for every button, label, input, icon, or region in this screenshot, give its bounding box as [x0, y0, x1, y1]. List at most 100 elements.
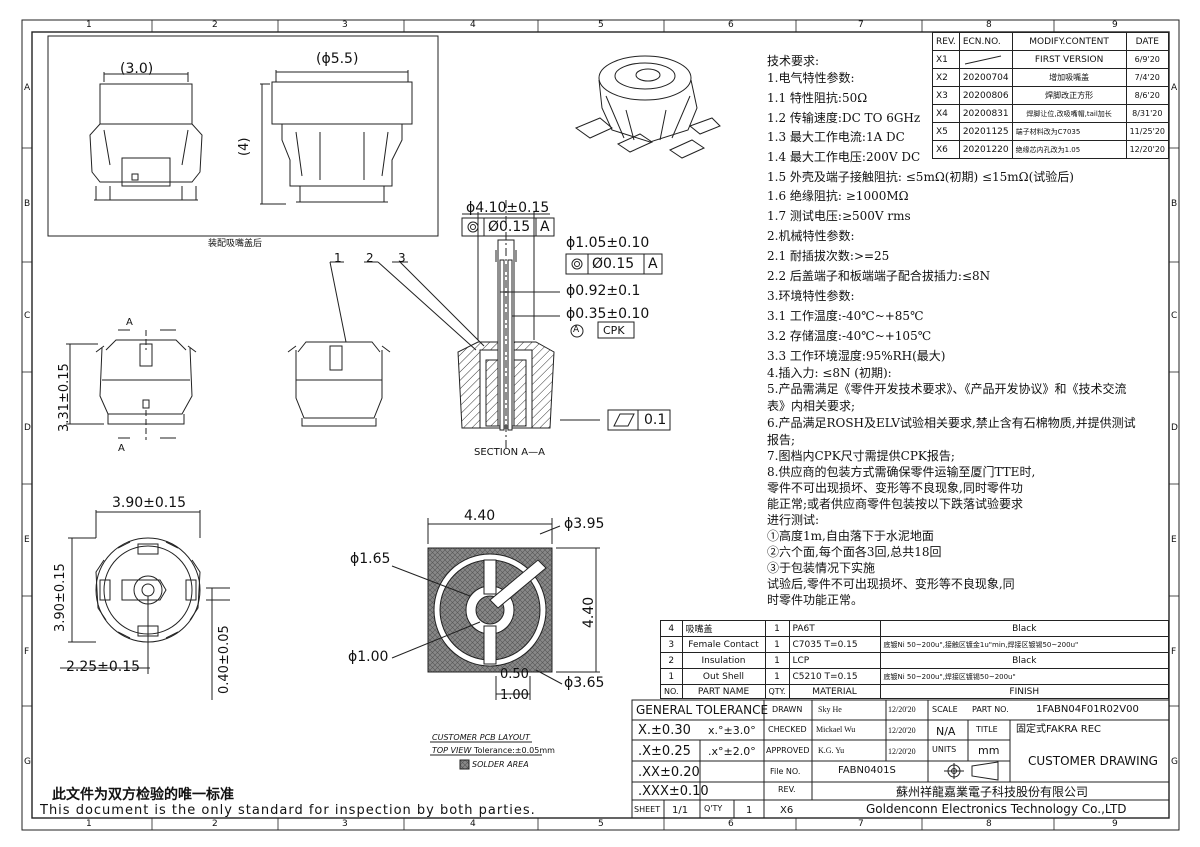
side-view-mid — [287, 341, 391, 427]
date-cell: 8/31'20 — [1125, 104, 1170, 123]
balloon-2: 2 — [366, 251, 374, 265]
zone-row-f-right: F — [1171, 647, 1177, 657]
req-line: 3.1 工作温度:-40℃~+85℃ — [767, 309, 924, 323]
bottom-dim-w: 3.90±0.15 — [112, 495, 187, 511]
req-line: ③于包装情况下实施 — [767, 561, 876, 575]
req-line: 3.环境特性参数: — [767, 289, 855, 303]
revision-row: X5 20201125 端子材料改为C7035 11/25'20 — [932, 122, 1170, 141]
bom-finish: Black — [879, 652, 1169, 669]
rev-label: REV. — [778, 785, 796, 794]
zone-row-e: E — [24, 535, 30, 545]
req-line: 6.产品满足ROSH及ELV试验相关要求,禁止含有石棉物质,并提供测试 — [767, 416, 1136, 430]
revision-table: REV. ECN.NO. MODIFY.CONTENT DATE X1 FIRS… — [932, 32, 1170, 159]
bottom-dim-v: 0.40±0.05 — [217, 625, 232, 694]
dim-035: ϕ0.35±0.10 — [566, 306, 650, 322]
date-cell: 11/25'20 — [1125, 122, 1170, 141]
rev-value: X6 — [780, 805, 794, 816]
ecn-cell: 20200831 — [958, 104, 1013, 123]
gdt-frame1-datum: A — [540, 219, 550, 235]
revision-row: X6 20201220 绝缘芯内孔改为1.05 12/20'20 — [932, 140, 1170, 159]
title-block-lines — [631, 699, 1170, 819]
bom-material: C7035 T=0.15 — [788, 636, 881, 653]
req-line: ①高度1m,自由落下于水泥地面 — [767, 529, 934, 543]
modify-cell: 增加吸嘴盖 — [1011, 68, 1127, 87]
bom-qty: 1 — [764, 668, 790, 685]
gdt-frame2-tol: Ø0.15 — [592, 256, 635, 272]
zone-col-7: 7 — [858, 20, 864, 30]
rev-cell: X4 — [932, 104, 960, 123]
zone-col-1: 1 — [86, 20, 92, 30]
scale-label: SCALE — [932, 705, 958, 714]
zone-row-c-right: C — [1171, 311, 1178, 321]
general-tolerance-title: GENERAL TOLERANCE — [636, 703, 769, 717]
dim-092: ϕ0.92±0.1 — [566, 283, 641, 299]
drawn-by: Sky He — [818, 705, 842, 714]
bom-header-material: MATERIAL — [788, 684, 881, 699]
bom-part: Out Shell — [681, 668, 766, 685]
zone-col-5-bottom: 5 — [598, 819, 604, 829]
bom-material: LCP — [788, 652, 881, 669]
zone-col-4: 4 — [470, 20, 476, 30]
bom-row: 2 Insulation 1 LCP Black — [660, 652, 1169, 669]
rev-header: REV. — [932, 32, 960, 51]
bom-part: Female Contact — [681, 636, 766, 653]
modify-cell: 焊脚改正方形 — [1011, 86, 1127, 105]
title-label: TITLE — [976, 725, 998, 734]
bom-row: 1 Out Shell 1 C5210 T=0.15 底镀Ni 50~200u"… — [660, 668, 1169, 685]
gdt-frames — [461, 217, 671, 431]
req-line: ②六个面,每个面各3回,总共18回 — [767, 545, 942, 559]
sheet-label: SHEET — [634, 805, 661, 814]
modify-cell: FIRST VERSION — [1011, 50, 1127, 69]
req-line: 1.1 特性阻抗:50Ω — [767, 91, 868, 105]
units-label: UNITS — [932, 745, 957, 754]
footer-statement-en: This document is the only standard for i… — [40, 803, 536, 818]
req-line: 技术要求: — [767, 54, 820, 68]
pcb-dim-165: ϕ1.65 — [350, 551, 391, 567]
drawn-label: DRAWN — [772, 705, 803, 714]
bom-no: 1 — [660, 668, 683, 685]
pcb-dim-w: 4.40 — [464, 508, 496, 524]
req-line: 零件不可出现损坏、变形等不良现象,同时零件功 — [767, 481, 1023, 495]
bom-material: PA6T — [788, 620, 881, 637]
inset-dim-dia: (ϕ5.5) — [316, 51, 359, 67]
zone-col-2: 2 — [212, 20, 218, 30]
cpk-box: CPK — [603, 324, 625, 337]
balloon-3: 3 — [398, 251, 406, 265]
revision-row: X1 FIRST VERSION 6/9'20 — [932, 50, 1170, 69]
date-cell: 12/20'20 — [1125, 140, 1170, 159]
req-line: 进行测试: — [767, 513, 820, 527]
tol-x: X.±0.30 — [638, 723, 691, 738]
section-title: SECTION A—A — [474, 447, 545, 458]
dim-height-331: 3.31±0.15 — [57, 363, 72, 432]
flatness-tol: 0.1 — [644, 412, 667, 428]
zone-row-g-right: G — [1171, 757, 1178, 767]
sheet-value: 1/1 — [672, 805, 689, 816]
revision-row: X3 20200806 焊脚改正方形 8/6'20 — [932, 86, 1170, 105]
bottom-view — [60, 510, 230, 700]
inset-caption: 装配吸嘴盖后 — [208, 239, 263, 249]
zone-row-b-right: B — [1171, 199, 1178, 209]
dim-od-410: ϕ4.10±0.15 — [466, 200, 550, 216]
pcb-layout-view — [391, 518, 600, 700]
req-line: 试验后,零件不可出现损坏、变形等不良现象,同 — [767, 577, 1015, 591]
dim-pin-105: ϕ1.05±0.10 — [566, 235, 650, 251]
bom-finish: Black — [879, 620, 1169, 637]
req-line: 1.6 绝缘阻抗: ≥1000MΩ — [767, 189, 909, 203]
qty-label: Q'TY — [704, 804, 723, 813]
modify-header: MODIFY.CONTENT — [1011, 32, 1127, 51]
pcb-dim-395: ϕ3.95 — [564, 516, 605, 532]
bom-qty: 1 — [764, 652, 790, 669]
bom-no: 3 — [660, 636, 683, 653]
approved-label: APPROVED — [766, 746, 810, 755]
bom-no: 4 — [660, 620, 683, 637]
bottom-dim-off: 2.25±0.15 — [66, 659, 141, 675]
req-line: 3.2 存储温度:-40℃~+105℃ — [767, 329, 932, 343]
tol-xx: .X±0.25 — [638, 744, 691, 759]
drawn-date: 12/20'20 — [888, 705, 916, 714]
req-line: 1.4 最大工作电压:200V DC — [767, 150, 921, 164]
req-line: 5.产品需满足《零件开发技术要求》、《产品开发协议》和《技术交流 — [767, 382, 1127, 396]
bom-material: C5210 T=0.15 — [788, 668, 881, 685]
ecn-cell: 20201220 — [958, 140, 1013, 159]
